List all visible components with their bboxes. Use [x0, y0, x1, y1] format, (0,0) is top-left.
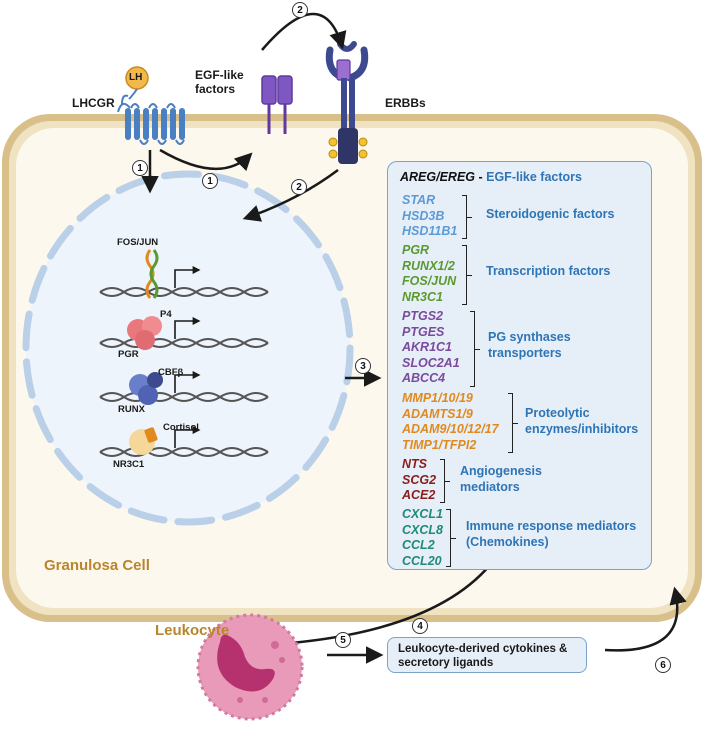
gene-list-immune: CXCL1 CXCL8 CCL2 CCL20: [402, 507, 443, 569]
gene-name: CXCL8: [402, 522, 443, 537]
gene-name: SCG2: [402, 472, 437, 487]
erbb-receptor-icon: [325, 41, 369, 164]
leukocyte-label: Leukocyte: [155, 622, 230, 639]
step-number: 6: [655, 657, 671, 673]
egf-like-factor-icon: [261, 75, 293, 134]
group-bracket: [462, 245, 472, 305]
panel-header-egf: EGF-like factors: [486, 170, 582, 184]
gene-list-pg-synthases: PTGS2 PTGES AKR1C1 SLOC2A1 ABCC4: [402, 309, 460, 387]
promoter-arrows: [174, 266, 201, 448]
group-title-transcription: Transcription factors: [486, 264, 611, 278]
step-number: 4: [412, 618, 428, 634]
gene-name: CXCL1: [402, 507, 443, 521]
cytokines-text: Leukocyte-derived cytokines & secretory …: [398, 643, 568, 669]
lhcgr-label: LHCGR: [72, 96, 115, 110]
gene-name: ABCC4: [402, 371, 446, 385]
granulosa-cell-label: Granulosa Cell: [44, 557, 150, 574]
runx-label: RUNX: [118, 404, 145, 415]
gene-name: HSD3B: [402, 208, 445, 223]
cortisol-label: Cortisol: [163, 422, 199, 433]
gene-name: CCL20: [402, 553, 442, 568]
nr3c1-protein-icon: [129, 427, 158, 455]
dna-strands: [99, 287, 269, 457]
group-bracket: [440, 459, 450, 503]
gene-name: ADAM9/10/12/17: [402, 422, 499, 436]
gene-name: MMP1/10/19: [402, 391, 473, 405]
gene-list-steroidogenic: STAR HSD3B HSD11B1: [402, 193, 457, 240]
step-number: 1: [202, 173, 218, 189]
group-title-angiogenesis: Angiogenesis mediators: [460, 464, 542, 494]
lh-label: LH: [129, 72, 143, 83]
leukocyte-icon: [196, 613, 304, 721]
gene-list-angiogenesis: NTS SCG2 ACE2: [402, 457, 436, 504]
erbbs-label: ERBBs: [385, 96, 426, 110]
gene-name: PTGES: [402, 324, 445, 339]
fos-jun-label: FOS/JUN: [117, 237, 159, 248]
runx-protein-icon: [129, 372, 163, 405]
cytokines-box: Leukocyte-derived cytokines & secretory …: [387, 637, 587, 673]
gene-list-proteolytic: MMP1/10/19 ADAMTS1/9 ADAM9/10/12/17 TIMP…: [402, 391, 499, 453]
nr3c1-label: NR3C1: [113, 459, 145, 470]
lhcgr-receptor: [117, 94, 185, 145]
group-bracket: [446, 509, 456, 567]
group-title-steroidogenic: Steroidogenic factors: [486, 207, 615, 221]
gene-panel: AREG/EREG - EGF-like factors STAR HSD3B …: [387, 161, 652, 570]
group-bracket: [462, 195, 472, 239]
gene-name: RUNX1/2: [402, 258, 455, 273]
gene-list-transcription: PGR RUNX1/2 FOS/JUN NR3C1: [402, 243, 456, 305]
gene-name: HSD11B1: [402, 224, 458, 238]
gene-name: PGR: [402, 243, 430, 257]
egf-like-label: EGF-like factors: [195, 68, 244, 96]
group-title-immune: Immune response mediators (Chemokines): [466, 519, 637, 549]
group-bracket: [508, 393, 518, 453]
step-number: 5: [335, 632, 351, 648]
gene-name: NR3C1: [402, 289, 443, 304]
gene-name: AKR1C1: [402, 340, 453, 354]
gene-name: ACE2: [402, 488, 436, 502]
panel-header-areg-ereg: AREG/EREG: [400, 170, 476, 184]
gene-name: NTS: [402, 457, 427, 471]
fos-jun-icon: [145, 249, 159, 299]
step-number: 2: [292, 2, 308, 18]
pathway-arrows: [141, 12, 687, 664]
cbfb-label: CBFβ: [158, 367, 184, 378]
nucleus: [22, 170, 354, 526]
p4-label: P4: [160, 309, 172, 320]
gene-name: PTGS2: [402, 309, 443, 323]
pgr-protein-icon: [127, 316, 162, 350]
group-bracket: [470, 311, 480, 387]
gene-name: SLOC2A1: [402, 355, 460, 370]
step-number: 3: [355, 358, 371, 374]
gene-name: TIMP1/TFPI2: [402, 437, 477, 452]
step-number: 1: [132, 160, 148, 176]
panel-header: AREG/EREG - EGF-like factors: [400, 170, 582, 184]
group-title-proteolytic: Proteolytic enzymes/inhibitors: [525, 406, 639, 436]
gene-name: STAR: [402, 193, 436, 207]
step-number: 2: [291, 179, 307, 195]
gene-name: FOS/JUN: [402, 274, 457, 288]
panel-header-dash: -: [475, 170, 487, 184]
pgr-label: PGR: [118, 349, 139, 360]
gene-name: ADAMTS1/9: [402, 406, 473, 421]
group-title-pg-synthases: PG synthases transporters: [488, 330, 571, 360]
gene-name: CCL2: [402, 538, 435, 552]
